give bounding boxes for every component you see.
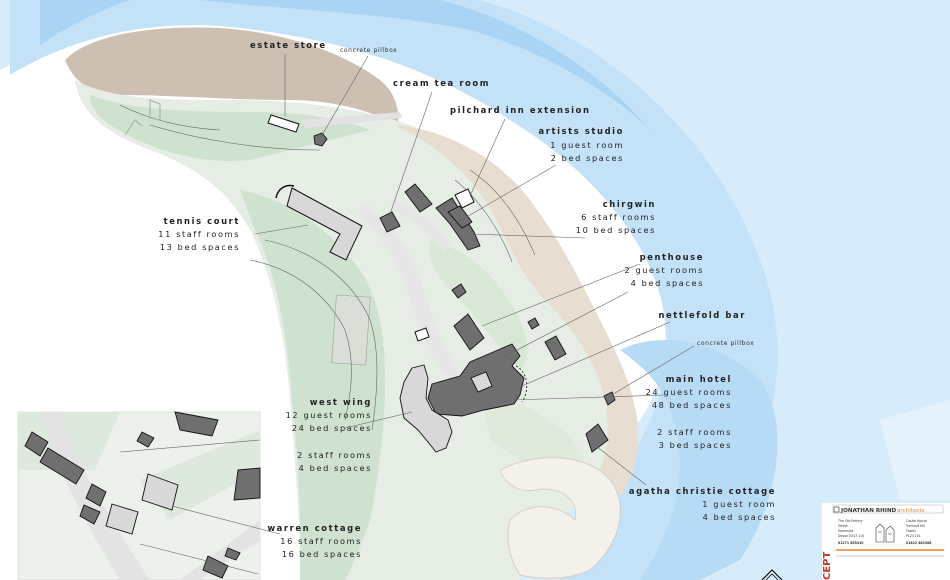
phone-left: 01271 855410	[838, 541, 864, 545]
label-pilchard-inn: pilchard inn extension	[450, 105, 591, 115]
labels: estate store concrete pillbox cream tea …	[158, 40, 776, 559]
label-main-hotel-l1: 24 guest rooms	[646, 387, 732, 397]
label-artists-studio: artists studio	[538, 126, 624, 136]
label-agatha: agatha christie cottage	[629, 486, 776, 496]
label-tennis-l2: 13 bed spaces	[160, 242, 240, 252]
cluster-a	[404, 183, 433, 213]
label-artists-l1: 1 guest room	[550, 140, 624, 150]
label-main-hotel-l3: 2 staff rooms	[657, 427, 732, 437]
label-pillbox-top: concrete pillbox	[340, 47, 397, 54]
addr-left-1: The Old Pottery	[837, 519, 863, 523]
addr-right-3: Fowey	[906, 529, 916, 533]
label-artists-l2: 2 bed spaces	[551, 153, 624, 163]
penthouse-building	[453, 313, 485, 351]
firm-logo-icon	[833, 506, 840, 513]
tennis-court-building	[286, 187, 363, 261]
west-wing-building	[399, 364, 453, 453]
label-chirgwin-l2: 10 bed spaces	[576, 225, 656, 235]
leader-lines	[139, 54, 695, 575]
label-tennis-l1: 11 staff rooms	[158, 229, 240, 239]
addr-left-4: Devon EX23 1UJ	[838, 534, 864, 538]
label-pillbox-right: concrete pillbox	[697, 340, 754, 347]
label-penthouse-l2: 4 bed spaces	[631, 278, 704, 288]
addr-right-2: Tremont Hill	[905, 524, 925, 528]
firm-name: JONATHAN RHIND	[840, 508, 897, 514]
label-main-hotel-l2: 48 bed spaces	[652, 400, 732, 410]
phone-right: 01822 482388	[906, 541, 932, 545]
pillbox-right	[603, 391, 616, 406]
title-block: JONATHAN RHIND architects The Old Potter…	[822, 503, 950, 580]
label-penthouse: penthouse	[640, 252, 704, 262]
label-cream-tea-room: cream tea room	[393, 78, 490, 88]
label-penthouse-l1: 2 guest rooms	[624, 265, 704, 275]
cream-tea-room-building	[379, 211, 401, 233]
label-tennis-court: tennis court	[164, 216, 240, 226]
nettlefold-bar-building	[544, 335, 567, 361]
addr-left-3: Somerset	[838, 529, 854, 533]
north-arrow-icon	[761, 569, 783, 580]
castle-emblem-icon	[875, 523, 895, 543]
addr-right-4: PL23 1EL	[906, 534, 921, 538]
land-layer	[65, 27, 639, 580]
label-west-wing: west wing	[310, 397, 372, 407]
addr-right-1: Castle House	[906, 519, 927, 523]
firm-name-suffix: architects	[897, 508, 925, 514]
inset-map	[17, 411, 261, 580]
label-west-wing-l1: 12 guest rooms	[286, 410, 372, 420]
label-warren-cottage: warren cottage	[267, 523, 362, 533]
label-estate-store: estate store	[250, 40, 327, 50]
estate-store-building	[267, 114, 300, 133]
pillbox-top	[313, 132, 328, 147]
concept-stamp: CEPT	[822, 552, 833, 580]
label-chirgwin-l1: 6 staff rooms	[581, 212, 656, 222]
label-main-hotel: main hotel	[666, 374, 732, 384]
label-agatha-l2: 4 bed spaces	[703, 512, 776, 522]
label-warren-l1: 16 staff rooms	[280, 536, 362, 546]
label-west-wing-l4: 4 bed spaces	[299, 463, 372, 473]
label-main-hotel-l4: 3 bed spaces	[659, 440, 732, 450]
label-agatha-l1: 1 guest room	[702, 499, 776, 509]
addr-left-2: Street	[838, 524, 848, 528]
label-chirgwin: chirgwin	[603, 199, 656, 209]
label-nettlefold-bar: nettlefold bar	[658, 310, 746, 320]
label-warren-l2: 16 bed spaces	[282, 549, 362, 559]
agatha-christie-building	[585, 423, 609, 453]
label-west-wing-l3: 2 staff rooms	[297, 450, 372, 460]
label-west-wing-l2: 24 bed spaces	[292, 423, 372, 433]
buildings	[267, 114, 616, 453]
